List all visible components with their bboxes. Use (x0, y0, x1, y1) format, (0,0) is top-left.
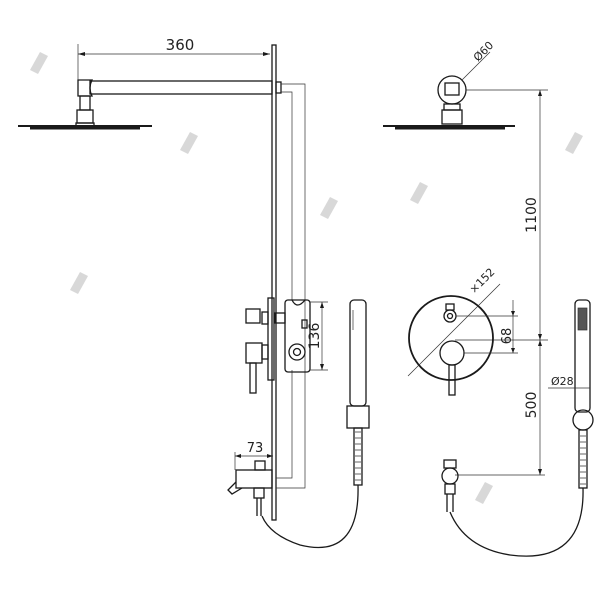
dimension-handshower-diameter: Ø28 (548, 375, 590, 389)
wall-line (271, 44, 277, 521)
rain-shower-head-front (383, 75, 515, 130)
watermark-mark (475, 482, 493, 504)
hose-outlet-front (441, 459, 459, 512)
front-view: Ø60 1100 500 ×152 68 (383, 39, 594, 557)
watermark-mark (320, 197, 338, 219)
bath-spout-side (227, 460, 273, 516)
watermark-mark (180, 132, 198, 154)
mixer-valve-front (408, 295, 494, 396)
dimension-valve-body: 136 (307, 301, 328, 371)
shower-arm (76, 79, 282, 124)
hand-shower-side (261, 299, 370, 549)
watermark (30, 52, 583, 504)
watermark-mark (565, 132, 583, 154)
dimension-label: 500 (524, 392, 540, 419)
hand-shower-front (449, 299, 594, 557)
watermark-mark (30, 52, 48, 74)
dimension-spout: 73 (234, 441, 273, 470)
dimension-label: 73 (247, 441, 264, 456)
dimension-arm-length: 360 (77, 36, 270, 80)
mixer-valve-side (245, 297, 311, 394)
riser-pipe (276, 83, 306, 489)
dimension-heights: 1100 500 (455, 89, 548, 476)
watermark-mark (410, 182, 428, 204)
dimension-label: 68 (500, 328, 515, 345)
dimension-valve-spacing: 68 (456, 300, 518, 354)
rain-shower-head (18, 122, 152, 130)
watermark-mark (70, 272, 88, 294)
dimension-label: Ø60 (471, 39, 496, 64)
dimension-label: 1100 (524, 197, 540, 233)
dimension-label: Ø28 (551, 375, 574, 388)
dimension-label: 360 (166, 36, 195, 54)
side-view: 360 136 (18, 36, 370, 549)
dimension-label: 136 (307, 323, 323, 350)
dimension-mount-diameter: Ø60 (461, 39, 496, 81)
